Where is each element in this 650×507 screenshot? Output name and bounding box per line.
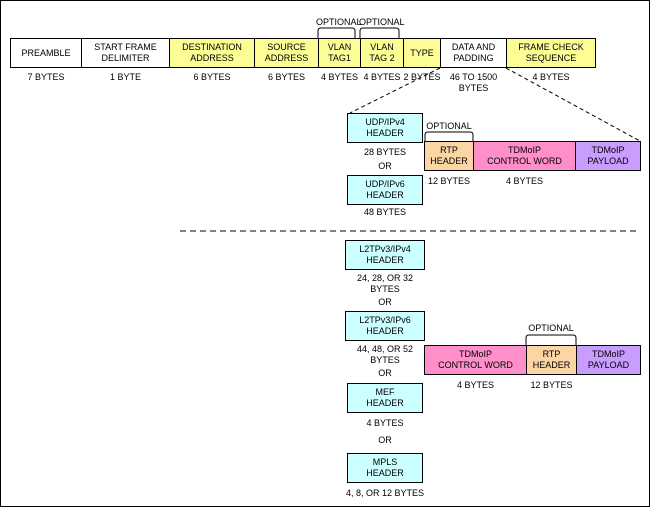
start-frame-delimiter-field: START FRAME DELIMITER: [81, 38, 170, 68]
vlan-tag2-optional-brace: [359, 27, 400, 38]
vlan-tag1-size: 4 BYTES: [320, 72, 358, 82]
lower-rtp-size: 12 BYTES: [530, 380, 573, 390]
or-label-2: OR: [378, 368, 392, 378]
udp-ipv4-size: 28 BYTES: [363, 147, 407, 157]
l2tpv3-ipv4-header: L2TPv3/IPv4 HEADER: [345, 240, 425, 270]
or-label-1: OR: [378, 297, 392, 307]
upper-tdmoip-control-word: TDMoIP CONTROL WORD: [473, 141, 576, 171]
data-and-padding-field: DATA AND PADDING: [440, 38, 507, 68]
vlan-tag2-size: 4 BYTES: [363, 72, 401, 82]
upper-tdmoip-payload: TDMoIP PAYLOAD: [575, 141, 641, 171]
mpls-header: MPLS HEADER: [347, 453, 423, 483]
data-and-padding-size: 46 TO 1500 BYTES: [449, 72, 498, 93]
udp-or-label: OR: [378, 161, 392, 171]
upper-control-word-size: 4 BYTES: [505, 176, 543, 186]
upper-rtp-header: RTP HEADER: [424, 141, 474, 171]
frame-check-sequence-size: 4 BYTES: [532, 72, 570, 82]
l2tpv3-ipv4-size: 24, 28, OR 32 BYTES: [356, 273, 414, 294]
destination-address-field: DESTINATION ADDRESS: [169, 38, 255, 68]
type-field: TYPE: [403, 38, 441, 68]
lower-rtp-optional-label: OPTIONAL: [528, 323, 574, 333]
lower-tdmoip-payload: TDMoIP PAYLOAD: [576, 345, 641, 375]
source-address-field: SOURCE ADDRESS: [254, 38, 319, 68]
mef-size: 4 BYTES: [366, 418, 404, 428]
mpls-size: 4, 8, OR 12 BYTES: [345, 488, 425, 498]
or-label-3: OR: [378, 435, 392, 445]
l2tpv3-ipv6-size: 44, 48, OR 52 BYTES: [356, 344, 414, 365]
vlan-tag1-optional-brace: [317, 27, 356, 38]
preamble-size: 7 BYTES: [27, 72, 65, 82]
vlan-tag2-optional-label: OPTIONAL: [359, 17, 405, 27]
lower-tdmoip-control-word: TDMoIP CONTROL WORD: [424, 345, 527, 375]
lower-rtp-header: RTP HEADER: [526, 345, 577, 375]
vlan-tag2-field: VLAN TAG 2: [360, 38, 404, 68]
destination-address-size: 6 BYTES: [193, 72, 231, 82]
preamble-field: PREAMBLE: [10, 38, 82, 68]
lower-control-word-size: 4 BYTES: [456, 380, 494, 390]
frame-check-sequence-field: FRAME CHECK SEQUENCE: [506, 38, 596, 68]
udp-ipv6-size: 48 BYTES: [363, 207, 407, 217]
udp-ipv6-header: UDP/IPv6 HEADER: [347, 175, 423, 205]
expansion-line-right: [505, 67, 641, 142]
source-address-size: 6 BYTES: [267, 72, 305, 82]
lower-rtp-optional-brace: [525, 334, 577, 345]
mef-header: MEF HEADER: [347, 383, 423, 413]
upper-rtp-optional-brace: [424, 131, 474, 141]
vlan-tag1-optional-label: OPTIONAL: [316, 17, 362, 27]
expansion-line-left: [349, 67, 441, 114]
start-frame-delimiter-size: 1 BYTE: [109, 72, 141, 82]
udp-ipv4-header: UDP/IPv4 HEADER: [347, 113, 423, 143]
type-size: 2 BYTES: [403, 72, 441, 82]
upper-rtp-optional-label: OPTIONAL: [426, 121, 472, 131]
vlan-tag1-field: VLAN TAG1: [318, 38, 361, 68]
upper-rtp-size: 12 BYTES: [427, 176, 471, 186]
l2tpv3-ipv6-header: L2TPv3/IPv6 HEADER: [345, 311, 425, 341]
